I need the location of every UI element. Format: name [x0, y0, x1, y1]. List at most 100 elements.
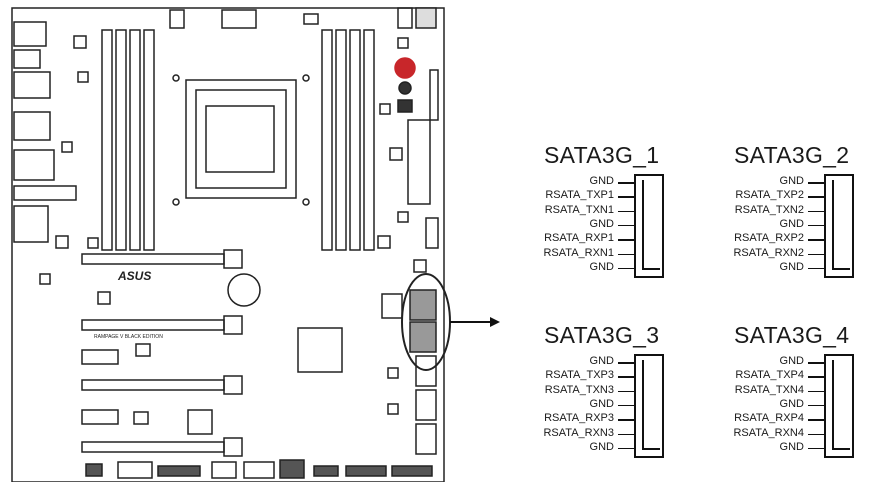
board-outline — [11, 7, 445, 482]
right-sq-4 — [389, 147, 403, 161]
pin-label: RSATA_RXN1 — [543, 246, 614, 259]
pin-label: GND — [779, 397, 804, 410]
rear-io-1 — [13, 21, 47, 47]
bottom-header-5 — [243, 461, 275, 479]
mid-sq-6 — [187, 409, 213, 435]
sata-connector-body — [824, 174, 854, 278]
pin-lead — [618, 376, 636, 378]
pin-lead — [808, 419, 826, 421]
pin-lead — [618, 267, 636, 270]
right-sq-7 — [425, 217, 439, 249]
pin-lead — [618, 404, 636, 407]
sata-connector-body — [634, 354, 664, 458]
motherboard-diagram: ASUS RAMPAGE V BLACK EDITION — [11, 7, 500, 482]
connector-title-4: SATA3G_4 — [734, 322, 850, 348]
right-sq-5 — [397, 211, 409, 223]
connector-title-1: SATA3G_1 — [544, 142, 660, 168]
vertical-header — [429, 69, 439, 121]
cpu-socket-frame — [195, 89, 287, 189]
mid-sq-9 — [387, 403, 399, 415]
dimm-slot-d1 — [349, 29, 361, 251]
pin-label: GND — [589, 175, 614, 187]
reset-button — [398, 81, 412, 95]
sata-stack-2 — [409, 321, 437, 353]
pin-lead — [618, 196, 636, 198]
top-right-block-2 — [415, 7, 437, 29]
pin-lead — [808, 390, 826, 393]
small-sq-2 — [73, 35, 87, 49]
pin-label: RSATA_TXN1 — [544, 203, 614, 216]
small-sq-4 — [55, 235, 69, 249]
pcie-slot-1-latch — [223, 249, 243, 269]
bottom-header-8 — [345, 465, 387, 477]
pcie-slot-2-latch — [223, 315, 243, 335]
pin-label: RSATA_RXP3 — [544, 412, 614, 425]
pin-lead — [808, 362, 826, 364]
mount-hole — [302, 74, 310, 82]
mid-sq-4 — [81, 409, 119, 425]
chipset — [297, 327, 343, 373]
pin-label: GND — [779, 355, 804, 367]
pin-label: RSATA_RXP4 — [734, 412, 804, 425]
sata-stack-3 — [415, 355, 437, 387]
pin-lead — [618, 239, 636, 241]
cmos-battery — [227, 273, 261, 307]
pin-label: RSATA_TXP3 — [545, 369, 614, 382]
pin-lead — [808, 182, 826, 184]
callout-arrow-head — [490, 317, 500, 327]
pin-lead — [808, 196, 826, 198]
rear-io-6 — [13, 185, 77, 201]
sata-connector-body — [634, 174, 664, 278]
pin-label: RSATA_TXP1 — [545, 189, 614, 202]
sata-connector-key — [642, 180, 660, 270]
rear-io-7 — [13, 205, 49, 243]
pcie-slot-4-latch — [223, 437, 243, 457]
mount-hole — [172, 198, 180, 206]
right-sq-8 — [413, 259, 427, 273]
board-model-label: RAMPAGE V BLACK EDITION — [94, 334, 163, 340]
rear-io-4 — [13, 111, 51, 141]
pin-lead — [618, 419, 636, 421]
pin-lead — [618, 447, 636, 450]
pin-label: GND — [589, 355, 614, 367]
pin-label: GND — [589, 397, 614, 410]
top-right-block — [397, 7, 413, 29]
pin-label: RSATA_RXP2 — [734, 232, 804, 245]
pin-label: RSATA_TXP2 — [735, 189, 804, 202]
pin-label: GND — [779, 440, 804, 453]
right-sq-6 — [377, 235, 391, 249]
mid-sq-7 — [381, 293, 403, 319]
pin-lead — [808, 376, 826, 378]
pin-label: RSATA_TXP4 — [735, 369, 804, 382]
dimm-slot-a2 — [115, 29, 127, 251]
small-sq-6 — [39, 273, 51, 285]
pin-lead — [808, 404, 826, 407]
dimm-slot-c1 — [321, 29, 333, 251]
pin-label: RSATA_RXN3 — [543, 426, 614, 439]
pin-lead — [808, 224, 826, 227]
small-sq-5 — [87, 237, 99, 249]
bottom-header-4 — [211, 461, 237, 479]
pin-lead — [808, 239, 826, 241]
pin-label: GND — [779, 217, 804, 230]
pin-label: GND — [779, 260, 804, 273]
pin-lead — [618, 210, 636, 213]
pin-lead — [808, 433, 826, 435]
sata-connector-key — [642, 360, 660, 450]
bottom-header-1 — [85, 463, 103, 477]
board-brand-logo: ASUS — [117, 269, 151, 283]
mount-hole — [302, 198, 310, 206]
bottom-header-7 — [313, 465, 339, 477]
rear-io-5 — [13, 149, 55, 181]
mid-sq-8 — [387, 367, 399, 379]
small-sq-3 — [77, 71, 89, 83]
right-sq-2 — [379, 103, 391, 115]
dimm-slot-d2 — [363, 29, 375, 251]
mount-hole — [172, 74, 180, 82]
dimm-slot-b1 — [129, 29, 141, 251]
cpu-socket-inner — [205, 105, 275, 173]
pin-label: RSATA_TXN2 — [734, 203, 804, 216]
bottom-header-6 — [279, 459, 305, 479]
connector-title-3: SATA3G_3 — [544, 322, 660, 348]
small-sq-1 — [61, 141, 73, 153]
